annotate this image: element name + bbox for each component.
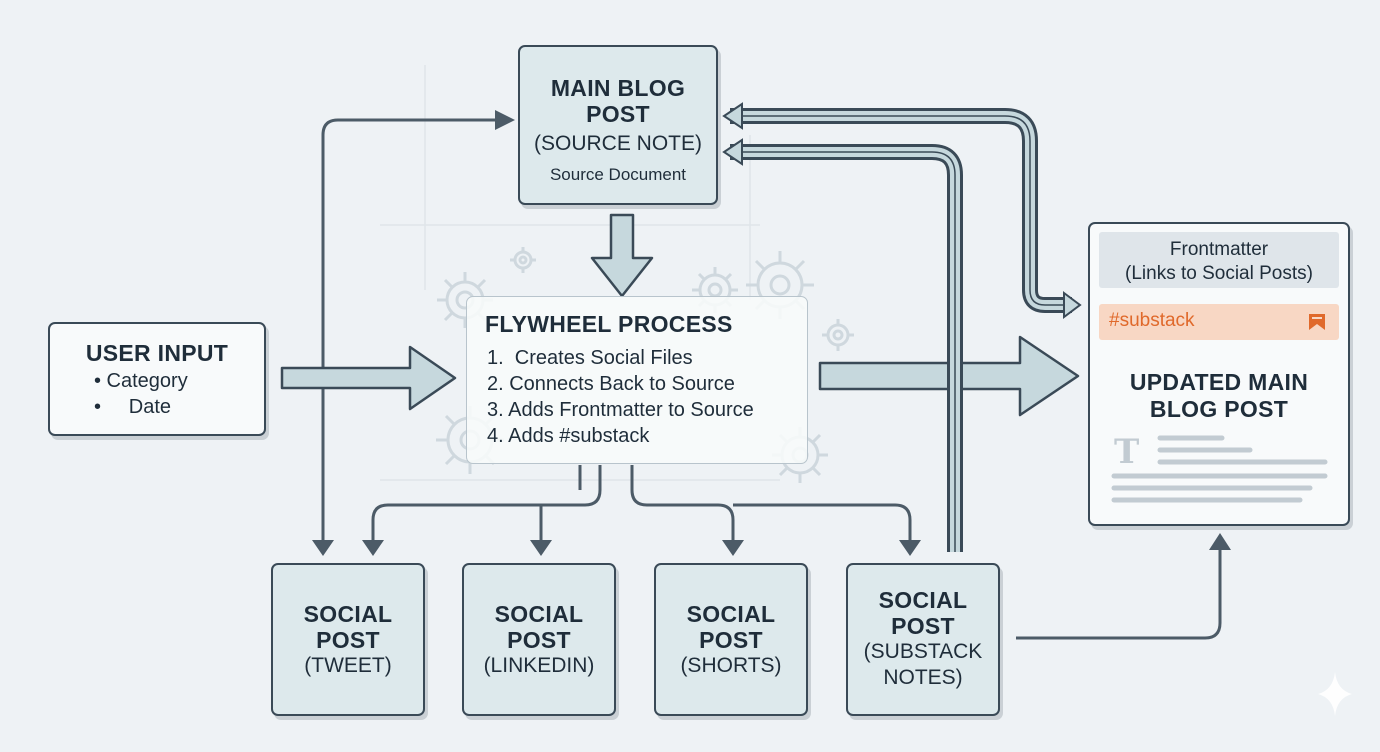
arrowhead [530,540,552,556]
social-post-shorts-box: SOCIAL POST (SHORTS) [654,563,808,716]
flywheel-process-box: FLYWHEEL PROCESS 1. Creates Social Files… [466,296,808,464]
arrowhead [1063,291,1082,319]
updated-blog-post-box: Frontmatter (Links to Social Posts) #sub… [1088,222,1350,526]
bookmark-icon [1309,314,1325,330]
social-post-label: POST [316,627,380,653]
document-lines-icon: T [1110,432,1330,512]
flywheel-step: 3. Adds Frontmatter to Source [487,399,754,421]
user-input-item: • Category [94,370,188,392]
updated-post-title-line1: UPDATED MAIN [1129,369,1309,395]
flywheel-step: 1. Creates Social Files [487,347,693,369]
social-post-substack-box: SOCIAL POST (SUBSTACK NOTES) [846,563,1000,716]
social-post-label: SOCIAL [494,601,584,627]
social-post-tweet-box: SOCIAL POST (TWEET) [271,563,425,716]
social-post-type: (TWEET) [304,654,392,677]
social-post-label: POST [891,613,955,639]
social-post-type: (LINKEDIN) [483,654,595,677]
arrowhead [722,138,743,166]
updated-post-title-line2: BLOG POST [1149,396,1289,422]
social-post-type: NOTES) [883,666,963,689]
social-post-label: SOCIAL [686,601,776,627]
social-post-label: POST [507,627,571,653]
arrowhead [362,540,384,556]
gear-icon [822,319,854,351]
user-input-box: USER INPUT • Category • Date [48,322,266,436]
social-post-label: SOCIAL [303,601,393,627]
user-input-title: USER INPUT [85,340,229,366]
gear-icon [510,247,536,273]
flywheel-steps: 1. Creates Social Files 2. Connects Back… [487,345,807,449]
flywheel-step: 4. Adds #substack [487,425,650,447]
arrowhead [899,540,921,556]
arrowhead [722,540,744,556]
user-input-item: • Date [94,396,172,418]
frontmatter-sublabel: (Links to Social Posts) [1125,263,1313,284]
arrowhead [722,102,743,130]
substack-tag: #substack [1109,310,1195,331]
frontmatter-header: Frontmatter (Links to Social Posts) [1099,232,1339,288]
arrowhead [312,540,334,556]
social-post-label: POST [699,627,763,653]
connector-input-to-main [321,118,508,548]
social-post-type: (SUBSTACK [863,640,983,663]
main-blog-post-title-line1: MAIN BLOG [550,75,686,101]
flywheel-title: FLYWHEEL PROCESS [485,311,733,337]
flywheel-step: 2. Connects Back to Source [487,373,735,395]
connector-substack-to-updated [1016,545,1222,640]
social-post-label: SOCIAL [878,587,968,613]
social-post-type: (SHORTS) [680,654,782,677]
main-blog-post-box: MAIN BLOG POST (SOURCE NOTE) Source Docu… [518,45,718,205]
arrow-input-to-flywheel [280,345,457,411]
doc-letter-icon: T [1114,432,1140,472]
main-blog-post-title-line2: POST [586,101,650,127]
social-post-linkedin-box: SOCIAL POST (LINKEDIN) [462,563,616,716]
sparkle-icon [1318,672,1352,716]
main-blog-post-subtitle: (SOURCE NOTE) [534,132,702,155]
frontmatter-label: Frontmatter [1169,239,1269,260]
arrowhead [495,110,515,130]
substack-tag-bar: #substack [1099,304,1339,340]
arrow-main-to-flywheel [590,213,654,298]
main-blog-post-caption: Source Document [549,165,687,184]
arrowhead [1209,533,1231,550]
